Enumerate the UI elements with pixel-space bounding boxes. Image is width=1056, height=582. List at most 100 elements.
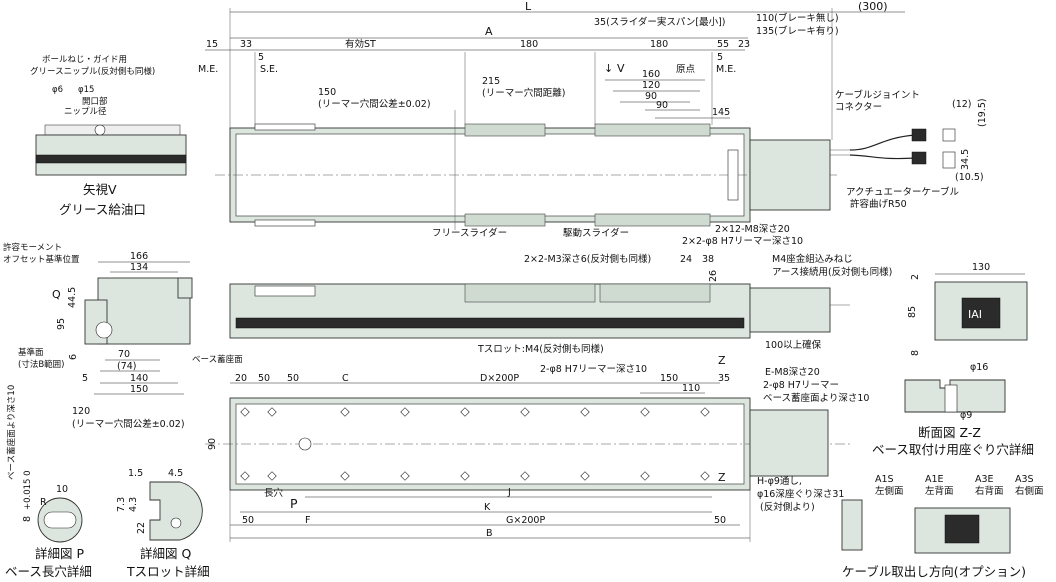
label-e-m8: E-M8深さ20 [765, 367, 820, 378]
dim-brake-on: 135(ブレーキ有り) [756, 25, 839, 37]
detail-p-depth: ベース蓄座面より深さ10 [6, 385, 17, 480]
dim-74: (74) [117, 361, 137, 372]
motor-top [749, 139, 831, 211]
view-v-frame [44, 124, 181, 136]
top-view: L (300) A 110(ブレーキ無し) 135(ブレーキ有り) 35(スライ… [198, 0, 988, 247]
view-v-label: V [617, 62, 625, 75]
detail-q-22: 22 [136, 522, 147, 534]
plan-view: 20 50 50 C D×200P 2-φ8 H7リーマー深さ10 150 11… [72, 354, 869, 542]
counterbore-hole [944, 384, 958, 413]
detail-p: ベース蓄座面より深さ10 8 +0.015 0 10 R 詳細図 P ベース長穴… [5, 385, 92, 579]
base-mounting-holes [240, 407, 710, 481]
dim-38: 38 [702, 254, 714, 265]
dim-f: F [305, 515, 310, 526]
detail-q-4-3: 4.3 [128, 497, 139, 512]
view-v-arrow-label: ↓ [604, 62, 613, 75]
dim-145: 145 [712, 107, 730, 118]
dim-90: 90 [645, 91, 657, 102]
label-se: S.E. [260, 64, 278, 75]
dim-l: L [525, 0, 532, 13]
mounting-hole [340, 471, 350, 481]
view-v-stripe [35, 154, 187, 164]
view-v-label-1: ボールねじ・ガイド用 [42, 54, 127, 65]
dim-90-plan: 90 [207, 438, 218, 450]
mounting-hole [340, 407, 350, 417]
label-actuator-cable: アクチュエーターケーブル [846, 186, 959, 198]
view-v-title: 矢視V [83, 182, 117, 197]
dim-120-plan: 120 [72, 406, 90, 417]
dim-a: A [485, 25, 493, 38]
label-moment-offset: オフセット基準位置 [3, 254, 80, 265]
dim-8: 8 [910, 350, 921, 356]
dim-300: (300) [858, 0, 888, 13]
end-view-flange-right [177, 277, 193, 299]
section-zz-subtitle: ベース取付け用座ぐり穴詳細 [872, 442, 1034, 457]
drive-slider-top-block [594, 123, 711, 137]
dim-phi16: φ16 [970, 362, 988, 373]
dim-35: 35 [718, 373, 730, 384]
label-cable-joint-connector: コネクター [835, 102, 882, 113]
cable-exit-title: ケーブル取出し方向(オプション) [842, 564, 1026, 579]
label-a1s-sub: 左側面 [875, 485, 904, 497]
label-z-bottom: Z [718, 471, 726, 484]
detail-q-1-5: 1.5 [128, 468, 143, 479]
detail-q-7-3: 7.3 [116, 497, 127, 512]
detail-p-title: 詳細図 P [35, 546, 84, 561]
dim-2: 2 [910, 274, 921, 280]
dim-33: 33 [240, 39, 252, 50]
long-hole [298, 437, 312, 451]
label-m4-screw: M4座金組込みねじ [772, 253, 853, 265]
stopper-left-bottom [254, 219, 316, 227]
mounting-hole [580, 407, 590, 417]
detail-p-tolerance: +0.015 0 [23, 470, 33, 510]
dim-b: B [486, 528, 493, 539]
detail-p-slot [43, 511, 77, 529]
dim-150-note: (リーマー穴間公差±0.02) [318, 98, 431, 110]
label-a3e: A3E [975, 474, 994, 485]
mounting-hole [267, 471, 277, 481]
dim-120-plan-note: (リーマー穴間公差±0.02) [72, 418, 185, 430]
stopper-left-top [254, 123, 316, 131]
label-m3-holes: 2×2-M3深さ6(反対側も同様) [524, 253, 651, 265]
cable-lower [849, 154, 916, 160]
label-q: Q [52, 288, 61, 301]
dim-15: 15 [206, 39, 218, 50]
mounting-hole [460, 471, 470, 481]
label-origin: 原点 [676, 64, 696, 75]
motor-bottom [749, 409, 829, 477]
detail-q-hole [170, 517, 182, 529]
dim-50-a: 50 [258, 373, 270, 384]
end-view-shaft [95, 321, 113, 339]
section-body [934, 281, 1028, 341]
dim-24: 24 [680, 254, 692, 265]
grease-nipple [94, 124, 106, 136]
dim-110: 110 [682, 383, 700, 394]
dim-150-plan: 150 [660, 373, 678, 384]
cable-connector-2 [911, 151, 927, 165]
label-moment: 許容モーメント [3, 242, 62, 253]
cable-upper [849, 134, 916, 151]
detail-q-shape [149, 481, 203, 541]
logo-iai: IAI [968, 308, 982, 321]
dim-90-b: 90 [656, 100, 668, 111]
connector-profile-2 [942, 151, 956, 169]
label-a3s: A3S [1015, 474, 1034, 485]
dim-19-5: (19.5) [977, 98, 988, 127]
label-bend-radius: 許容曲げR50 [850, 198, 907, 210]
label-z-top: Z [718, 354, 726, 367]
label-long-hole: 長穴 [264, 487, 284, 499]
mounting-hole [520, 471, 530, 481]
dim-brake-none: 110(ブレーキ無し) [756, 12, 839, 24]
free-slider-bottom-block [464, 213, 546, 227]
label-cable-joint: ケーブルジョイント [835, 89, 920, 101]
end-view-body [97, 277, 191, 345]
label-reamer-1: 2-φ8 H7リーマー深さ10 [540, 364, 647, 375]
dim-20: 20 [235, 373, 247, 384]
dim-166: 166 [130, 251, 148, 262]
mounting-hole [240, 471, 250, 481]
detail-p-8: 8 [22, 516, 33, 522]
label-me-right: M.E. [716, 64, 736, 75]
detail-q-4-5: 4.5 [168, 468, 183, 479]
dim-50-d: 50 [714, 515, 726, 526]
